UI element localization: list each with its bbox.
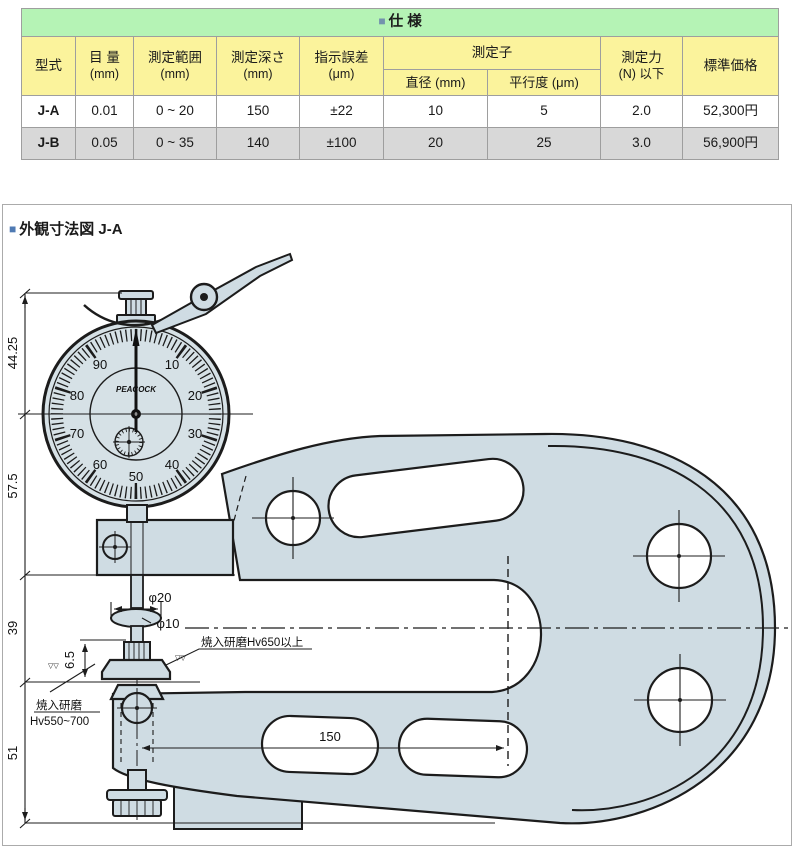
cell-depth: 140: [216, 127, 300, 160]
svg-text:39: 39: [5, 621, 20, 635]
dimension-labels: 44.25 57.5 39 51 6.5 φ20 φ10 150 焼入研磨Hv6…: [5, 337, 341, 761]
svg-text:6.5: 6.5: [62, 651, 77, 669]
svg-text:57.5: 57.5: [5, 473, 20, 498]
lifting-lever: [83, 252, 294, 335]
cell-range: 0 ~ 20: [133, 95, 217, 128]
col-header-probe-parallelism: 平行度 (μm): [487, 69, 601, 96]
col-header-probe-diameter: 直径 (mm): [383, 69, 488, 96]
cell-force: 2.0: [600, 95, 683, 128]
square-bullet-icon: ■: [378, 13, 386, 28]
hidden-post-edges: [120, 703, 154, 765]
svg-text:Hv550~700: Hv550~700: [30, 716, 89, 728]
col-header-range: 測定範囲(mm): [133, 36, 217, 96]
svg-text:焼入研磨: 焼入研磨: [36, 699, 82, 712]
col-header-error: 指示誤差(μm): [299, 36, 384, 96]
spec-table-title: ■仕 様: [20, 8, 780, 37]
spindle-assembly: [100, 504, 172, 728]
svg-text:焼入研磨Hv650以上: 焼入研磨Hv650以上: [201, 636, 303, 649]
dim-phi10-leader: [141, 617, 152, 624]
dimensions: [19, 288, 504, 829]
cell-error: ±100: [299, 127, 384, 160]
cell-force: 3.0: [600, 127, 683, 160]
col-header-probe: 測定子: [383, 36, 601, 70]
cell-error: ±22: [299, 95, 384, 128]
thickness-gauge-drawing: 10 20 30 40 50 60 70 80 90 PEACOCK: [5, 252, 788, 830]
col-header-force: 測定力(N) 以下: [600, 36, 683, 96]
cell-model: J-A: [21, 95, 76, 128]
drawing-title-text: 外観寸法図 J-A: [19, 221, 123, 238]
lever-arm: [150, 252, 294, 335]
dimension-drawing-panel: ■外観寸法図 J-A: [2, 204, 792, 846]
table-row-jb: J-B 0.05 0 ~ 35 140 ±100 20 25 3.0 56,90…: [21, 127, 780, 160]
svg-text:φ20: φ20: [149, 590, 172, 605]
col-header-graduation: 目 量(mm): [75, 36, 134, 96]
svg-text:80: 80: [70, 388, 84, 403]
svg-text:44.25: 44.25: [5, 337, 20, 370]
spindle-rod-upper: [130, 574, 144, 609]
col-header-depth: 測定深さ(mm): [216, 36, 300, 96]
dial-needle: [131, 328, 141, 432]
upper-contact-pad: [100, 658, 172, 681]
cell-price: 56,900円: [681, 127, 780, 160]
flange-phi20: [110, 608, 162, 628]
frame: [111, 432, 777, 830]
svg-text:70: 70: [70, 426, 84, 441]
svg-text:40: 40: [165, 457, 179, 472]
cell-depth: 150: [216, 95, 300, 128]
cell-price: 52,300円: [681, 95, 780, 128]
svg-text:90: 90: [93, 357, 107, 372]
spec-table: ■仕 様 型式 目 量(mm) 測定範囲(mm) 測定深さ(mm) 指示誤差(μ…: [20, 8, 780, 160]
svg-text:60: 60: [93, 457, 107, 472]
finish-mark-right: ▽▽: [175, 655, 186, 662]
cell-probe-par: 5: [487, 95, 601, 128]
cell-graduation: 0.01: [75, 95, 134, 128]
cell-probe-dia: 20: [383, 127, 488, 160]
svg-text:51: 51: [5, 746, 20, 760]
svg-text:30: 30: [188, 426, 202, 441]
clamp-block: [95, 518, 235, 577]
cell-probe-par: 25: [487, 127, 601, 160]
extension-lines: [25, 292, 495, 824]
sub-dial: [113, 426, 145, 458]
upper-arm-slot: [327, 457, 525, 539]
catalog-page: { "spec_table": { "title": "仕 様", "title…: [0, 8, 795, 846]
drawing-title: ■外観寸法図 J-A: [9, 218, 123, 239]
table-row-ja: J-A 0.01 0 ~ 20 150 ±22 10 5 2.0 52,300円: [21, 95, 780, 128]
cell-range: 0 ~ 35: [133, 127, 217, 160]
oblique-ticks: [19, 288, 31, 829]
lower-arm-slot-left: [260, 714, 380, 776]
dial-numbers: 10 20 30 40 50 60 70 80 90: [70, 357, 202, 484]
lower-note-leader: [34, 663, 100, 713]
svg-text:50: 50: [129, 469, 143, 484]
adjustment-knob: [106, 769, 168, 817]
svg-text:φ10: φ10: [157, 616, 180, 631]
dial-gauge: 10 20 30 40 50 60 70 80 90 PEACOCK: [18, 319, 253, 509]
svg-text:150: 150: [319, 729, 341, 744]
knurled-sleeve: [123, 641, 151, 661]
upper-note-leader: [165, 648, 312, 666]
hole-crosshairs: [252, 477, 726, 746]
cell-probe-dia: 10: [383, 95, 488, 128]
col-header-model: 型式: [21, 36, 76, 96]
square-bullet-icon: ■: [9, 222, 17, 236]
svg-text:10: 10: [165, 357, 179, 372]
cell-model: J-B: [21, 127, 76, 160]
finish-mark-left: ▽▽: [48, 663, 59, 670]
col-header-price: 標準価格: [681, 36, 780, 96]
cell-graduation: 0.05: [75, 127, 134, 160]
spec-title-text: 仕 様: [388, 13, 422, 30]
svg-text:20: 20: [188, 388, 202, 403]
